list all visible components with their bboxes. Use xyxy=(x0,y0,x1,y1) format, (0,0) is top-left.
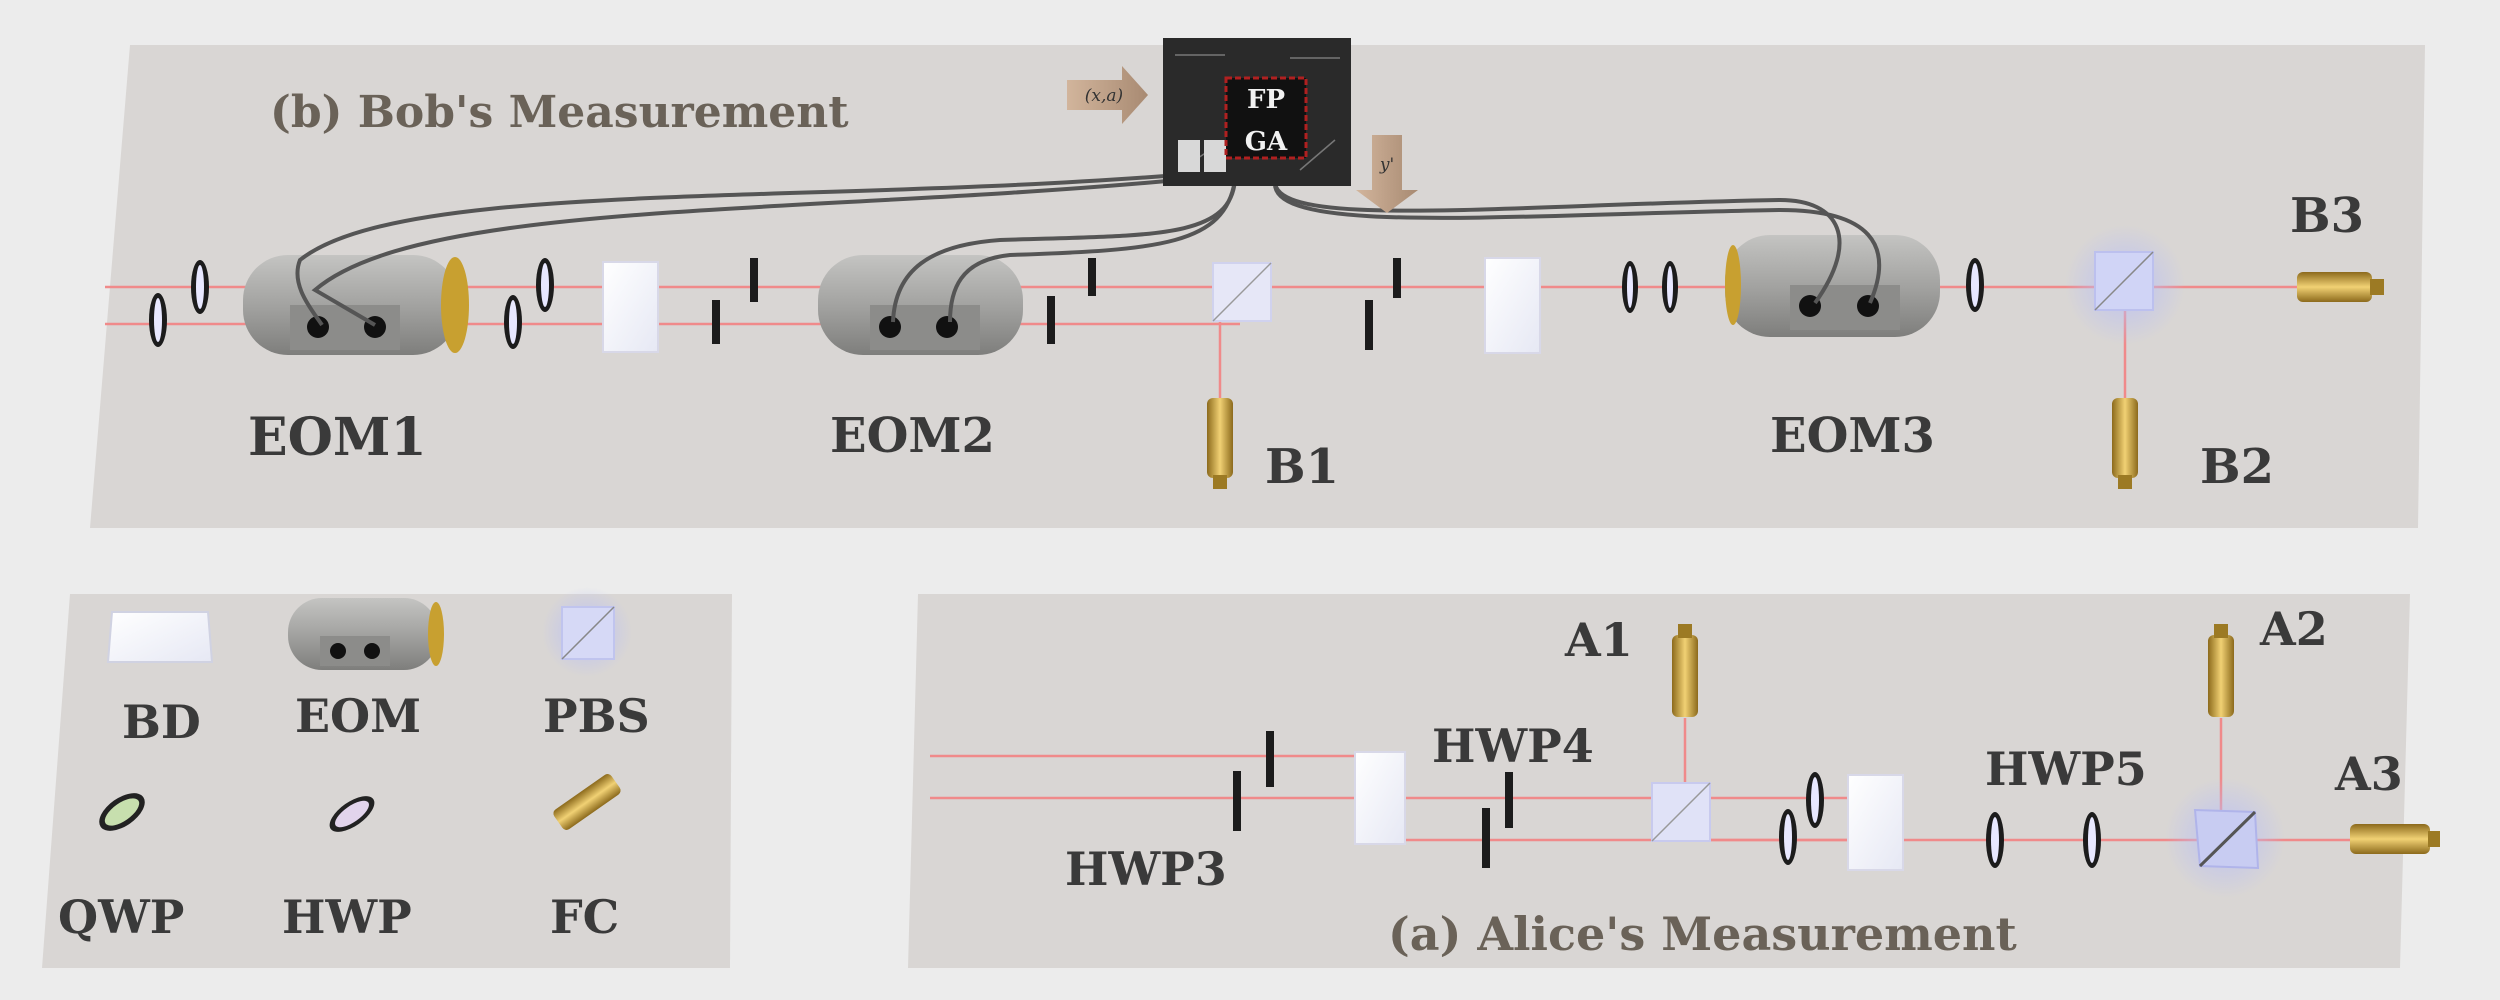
fpga-output-arrow: y' xyxy=(1356,135,1418,213)
a3-label: A3 xyxy=(2334,747,2403,801)
fpga-cables xyxy=(295,173,1882,327)
legend-fc-icon xyxy=(553,774,621,830)
hwp3-label: HWP3 xyxy=(1065,842,1227,896)
legend-hwp-icon xyxy=(329,796,375,832)
bob-pbs-1 xyxy=(1212,262,1272,322)
legend-eom-icon xyxy=(288,598,444,670)
legend-pbs-icon xyxy=(542,587,632,677)
fc-b3 xyxy=(2297,272,2384,302)
legend-qwp-label: QWP xyxy=(58,890,184,944)
eom3-device xyxy=(1725,235,1940,337)
alice-pbs-1 xyxy=(1651,782,1711,842)
fpga-label-top: FP xyxy=(1247,85,1285,115)
eom1-label: EOM1 xyxy=(248,407,427,468)
legend-bd-icon xyxy=(106,611,214,663)
legend-fc-label: FC xyxy=(550,890,619,944)
eom2-label: EOM2 xyxy=(830,408,995,464)
alice-waveplates xyxy=(1233,731,2101,868)
alice-panel xyxy=(908,594,2410,968)
fc-a2 xyxy=(2208,624,2234,717)
eom2-device xyxy=(818,255,1023,355)
bob-waveplates xyxy=(149,258,1984,350)
legend-eom-label: EOM xyxy=(295,689,421,743)
fc-a3 xyxy=(2350,824,2440,854)
alice-title: (a) Alice's Measurement xyxy=(1388,907,2017,961)
legend-pbs-label: PBS xyxy=(543,689,650,743)
bob-beam-displacers xyxy=(602,257,1541,354)
alice-beam-displacers xyxy=(1354,751,1904,871)
b1-label: B1 xyxy=(1265,439,1339,495)
legend-hwp-label: HWP xyxy=(282,890,412,944)
fpga-input-arrow: (x,a) xyxy=(1067,66,1148,124)
hwp5-label: HWP5 xyxy=(1985,742,2147,796)
fpga-label-bottom: GA xyxy=(1245,127,1288,157)
legend-panel xyxy=(42,594,732,968)
b2-label: B2 xyxy=(2200,439,2274,495)
eom3-label: EOM3 xyxy=(1770,408,1935,464)
fc-b2 xyxy=(2112,398,2138,489)
a1-label: A1 xyxy=(1564,613,1633,667)
fpga-board: FP GA xyxy=(1163,38,1351,186)
fpga-input-label: (x,a) xyxy=(1085,86,1123,106)
fc-b1 xyxy=(1207,398,1233,489)
bob-title: (b) Bob's Measurement xyxy=(270,87,849,138)
fpga-output-label: y' xyxy=(1379,155,1394,175)
legend-qwp-icon xyxy=(99,793,145,831)
a2-label: A2 xyxy=(2259,602,2328,656)
alice-pbs-2 xyxy=(2165,778,2285,898)
hwp4-label: HWP4 xyxy=(1432,719,1594,773)
legend-bd-label: BD xyxy=(122,695,201,749)
bob-pbs-2 xyxy=(2065,225,2185,345)
b3-label: B3 xyxy=(2290,188,2364,244)
fc-a1 xyxy=(1672,624,1698,717)
eom1-device xyxy=(243,255,469,355)
